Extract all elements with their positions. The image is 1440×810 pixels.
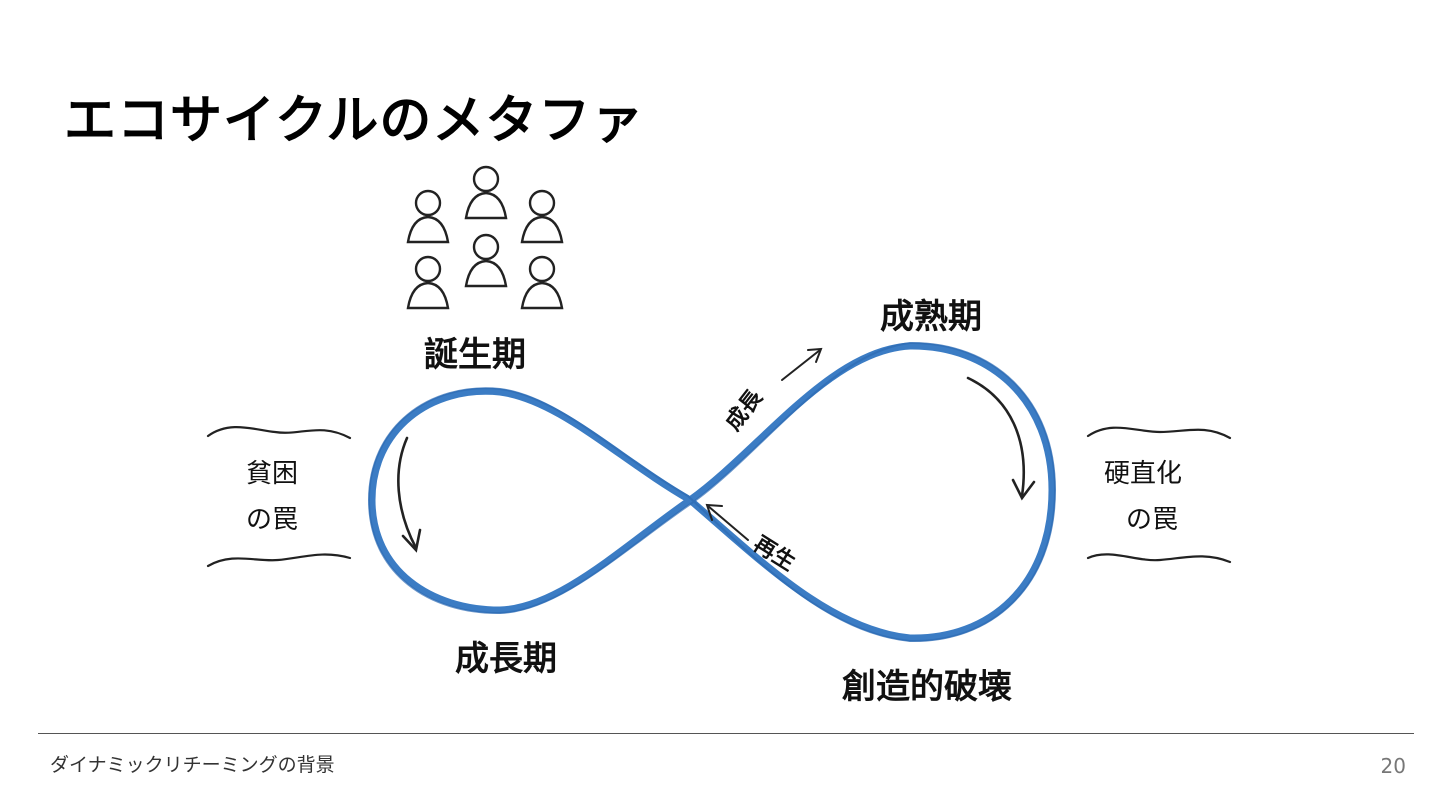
arrow-icon: [398, 438, 420, 550]
footer-divider: [38, 733, 1414, 734]
person-icon: [522, 191, 562, 242]
person-icon: [408, 257, 448, 308]
trap-label-poverty-line2: の罠: [246, 505, 298, 535]
wavy-line-icon: [208, 427, 350, 566]
phase-label-growth: 成長期: [455, 639, 557, 679]
phase-label-creative-destruction: 創造的破壊: [842, 667, 1012, 707]
person-icon: [522, 257, 562, 308]
person-icon: [466, 167, 506, 218]
people-group: [408, 167, 562, 308]
page-number: 20: [1381, 754, 1406, 778]
trap-label-rigidity-line1: 硬直化: [1104, 459, 1182, 489]
phase-label-birth: 誕生期: [424, 335, 526, 375]
phase-label-maturity: 成熟期: [880, 297, 982, 337]
arrow-icon: [782, 349, 821, 380]
infinity-loop-sketch: [369, 343, 1055, 641]
trap-label-rigidity-line2: の罠: [1126, 505, 1178, 535]
person-icon: [408, 191, 448, 242]
person-icon: [466, 235, 506, 286]
flow-label-growth: 成長: [721, 385, 768, 436]
ecocycle-diagram: 誕生期 成熟期 成長期 創造的破壊 貧困 の罠 硬直化 の罠 成長 再生: [0, 0, 1440, 730]
infinity-loop: [372, 346, 1052, 638]
wavy-line-icon: [1088, 428, 1230, 562]
footer-text: ダイナミックリチーミングの背景: [50, 750, 335, 777]
trap-label-poverty-line1: 貧困: [246, 459, 298, 489]
